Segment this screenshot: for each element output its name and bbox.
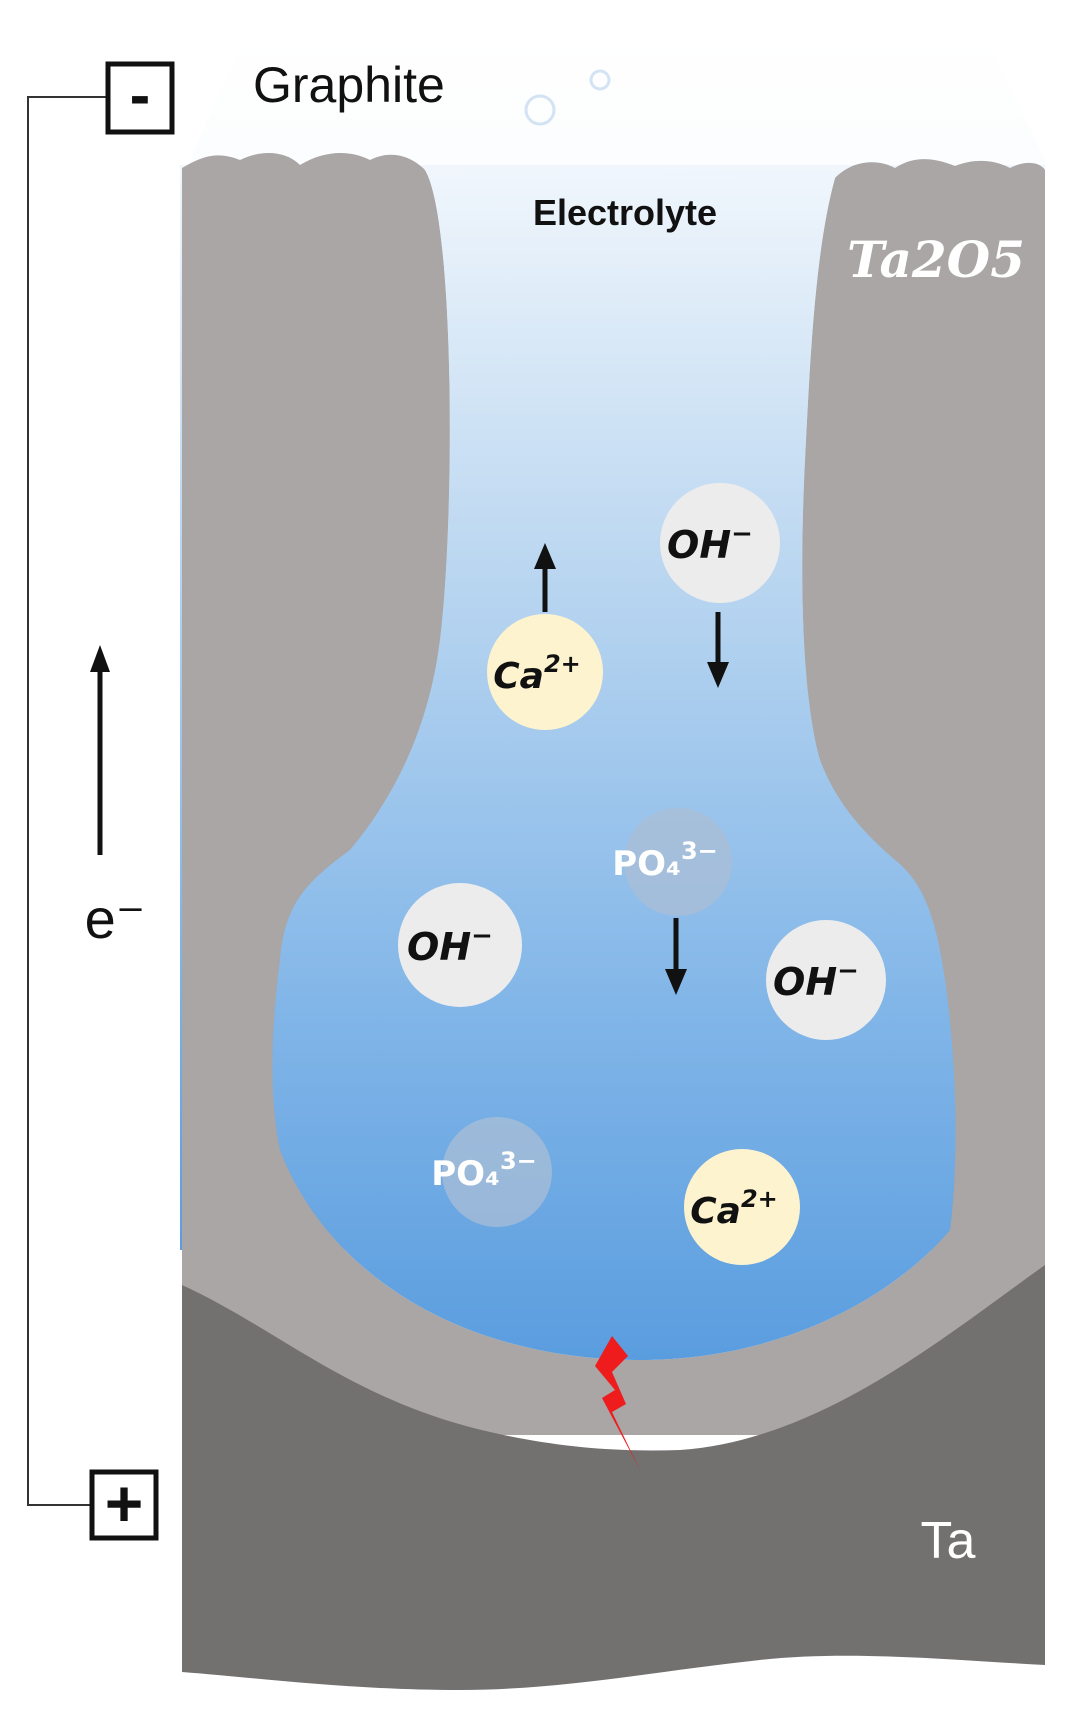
electrolyte-label: Electrolyte [533, 192, 717, 233]
electron-label: e⁻ [85, 887, 146, 950]
spark-icon [595, 1336, 640, 1470]
ion-oh-1: OH− [660, 483, 780, 603]
pore-cavity [272, 170, 956, 1360]
ta-metal-substrate [182, 1265, 1045, 1690]
minus-terminal: - [105, 61, 175, 135]
arrow-up-1 [534, 543, 556, 612]
ta2o5-label-text: Ta2O5 [847, 230, 1025, 289]
arrow-down-2 [665, 918, 687, 995]
external-circuit [27, 96, 108, 1506]
ion-po4-1: PO₄3− [612, 808, 732, 916]
svg-text:PO₄3−: PO₄3− [431, 1147, 537, 1194]
ta-label: Ta [921, 1512, 976, 1570]
svg-text:Ca2+: Ca2+ [493, 650, 581, 697]
minus-sign: - [130, 61, 151, 130]
ion-ca-1: Ca2+ [487, 614, 603, 730]
ion-oh-3: OH− [766, 920, 886, 1040]
ion-oh-2: OH− [398, 883, 522, 1007]
svg-text:OH−: OH− [773, 956, 859, 1004]
graphite-label: Graphite [253, 57, 445, 113]
ion-po4-2: PO₄3− [431, 1117, 552, 1227]
plus-sign: + [105, 1466, 144, 1540]
ta2o5-oxide-layer [182, 153, 1045, 1435]
svg-text:PO₄3−: PO₄3− [612, 837, 718, 884]
electron-flow-arrow [90, 645, 110, 855]
svg-text:OH−: OH− [667, 519, 753, 567]
ta2o5-label: Ta2O5 [847, 230, 1025, 289]
plus-terminal: + [89, 1466, 159, 1541]
svg-text:Ca2+: Ca2+ [690, 1185, 778, 1232]
arrow-down-1 [707, 612, 729, 688]
svg-text:OH−: OH− [407, 921, 493, 969]
ion-ca-2: Ca2+ [684, 1149, 800, 1265]
